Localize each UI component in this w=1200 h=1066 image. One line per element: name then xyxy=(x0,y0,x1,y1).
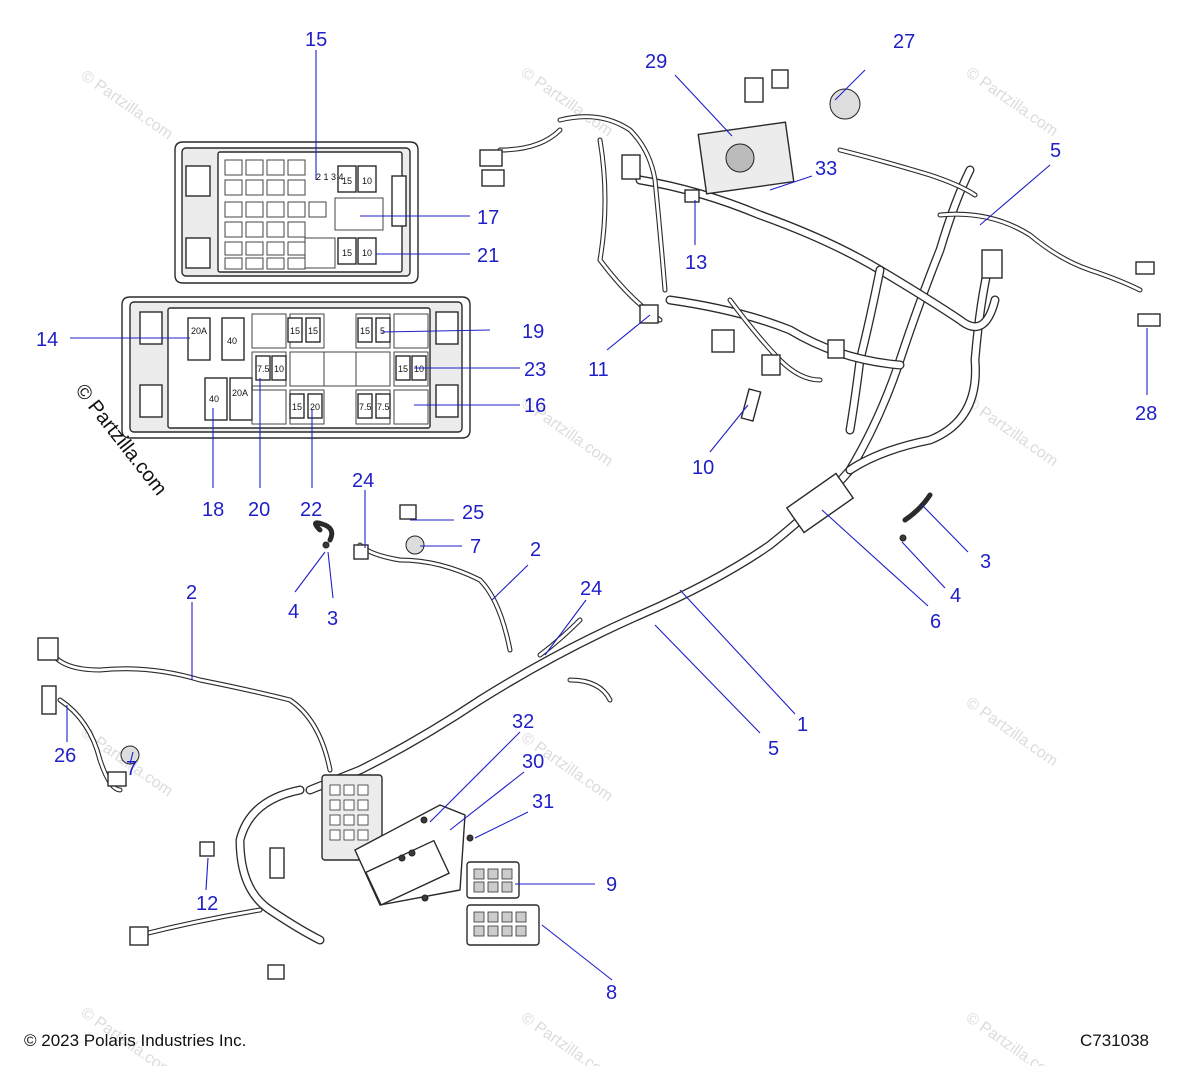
callout-3: 3 xyxy=(980,551,991,573)
callout-6: 6 xyxy=(930,611,941,633)
callout-11: 11 xyxy=(588,359,609,381)
fuse-label: 15 xyxy=(342,248,352,258)
fuse-label: 7.5 xyxy=(359,402,372,412)
callout-4: 4 xyxy=(950,585,961,607)
connectors xyxy=(37,69,1161,980)
callout-25: 25 xyxy=(462,502,484,524)
callout-12: 12 xyxy=(196,893,218,915)
watermark: © Partzilla.com xyxy=(963,394,1061,470)
watermark: © Partzilla.com xyxy=(518,1009,616,1066)
callout-labels: 15 17 21 14 19 23 16 18 20 22 29 27 33 5… xyxy=(36,29,1157,1004)
callout-5: 5 xyxy=(768,738,779,760)
leader-lines xyxy=(66,50,1148,981)
fuse-label: 15 xyxy=(292,402,302,412)
fuse-label: 15 xyxy=(290,326,300,336)
callout-4: 4 xyxy=(288,601,299,623)
diagram-code: C731038 xyxy=(1080,1031,1150,1050)
fuse-label: 15 xyxy=(398,364,408,374)
fuse-label: 20A xyxy=(232,388,248,398)
callout-9: 9 xyxy=(606,874,617,896)
callout-30: 30 xyxy=(522,751,544,773)
watermark: © Partzilla.com xyxy=(963,64,1061,140)
fuse-label: 15 xyxy=(308,326,318,336)
watermark: © Partzilla.com xyxy=(518,64,616,140)
fuse-numbers: 2 1 3 4 xyxy=(316,172,344,182)
callout-5: 5 xyxy=(1050,140,1061,162)
watermark: © Partzilla.com xyxy=(963,1009,1061,1066)
callout-33: 33 xyxy=(815,158,837,180)
upper-fuse-box: 15 10 2 1 3 4 15 10 xyxy=(174,141,419,284)
callout-22: 22 xyxy=(300,499,322,521)
copyright-footer: © 2023 Polaris Industries Inc. xyxy=(24,1031,247,1050)
fuse-label: 5 xyxy=(380,326,385,336)
callout-7: 7 xyxy=(470,536,481,558)
callout-24: 24 xyxy=(352,470,374,492)
fuse-label: 10 xyxy=(362,176,372,186)
callout-24: 24 xyxy=(580,578,602,600)
fuse-label: 40 xyxy=(209,394,219,404)
fuse-label: 7.5 xyxy=(257,364,270,374)
upper-fuse-grid xyxy=(224,159,384,270)
callout-15: 15 xyxy=(305,29,327,51)
callout-21: 21 xyxy=(477,245,499,267)
callout-10: 10 xyxy=(692,457,714,479)
watermark: © Partzilla.com xyxy=(963,694,1061,770)
callout-1: 1 xyxy=(797,714,808,736)
fuse-label: 7.5 xyxy=(377,402,390,412)
fuse-label: 10 xyxy=(414,364,424,374)
callout-3: 3 xyxy=(327,608,338,630)
callout-18: 18 xyxy=(202,499,224,521)
watermark: © Partzilla.com xyxy=(78,67,176,143)
callout-28: 28 xyxy=(1135,403,1157,425)
callout-27: 27 xyxy=(893,31,915,53)
fuse-label: 15 xyxy=(360,326,370,336)
callout-2: 2 xyxy=(186,582,197,604)
callout-2: 2 xyxy=(530,539,541,561)
fuse-label: 10 xyxy=(274,364,284,374)
callout-23: 23 xyxy=(524,359,546,381)
callout-26: 26 xyxy=(54,745,76,767)
fuse-label: 40 xyxy=(227,336,237,346)
callout-16: 16 xyxy=(524,395,546,417)
callout-29: 29 xyxy=(645,51,667,73)
callout-20: 20 xyxy=(248,499,270,521)
callout-7: 7 xyxy=(126,758,137,780)
callout-17: 17 xyxy=(477,207,499,229)
callout-31: 31 xyxy=(532,791,554,813)
callout-14: 14 xyxy=(36,329,58,351)
callout-13: 13 xyxy=(685,252,707,274)
fuse-label: 20A xyxy=(191,326,207,336)
callout-32: 32 xyxy=(512,711,534,733)
fuse-label: 20 xyxy=(310,402,320,412)
callout-19: 19 xyxy=(522,321,544,343)
fuse-label: 15 xyxy=(342,176,352,186)
fuse-label: 10 xyxy=(362,248,372,258)
callout-8: 8 xyxy=(606,982,617,1004)
lower-fuse-grid xyxy=(251,313,429,425)
